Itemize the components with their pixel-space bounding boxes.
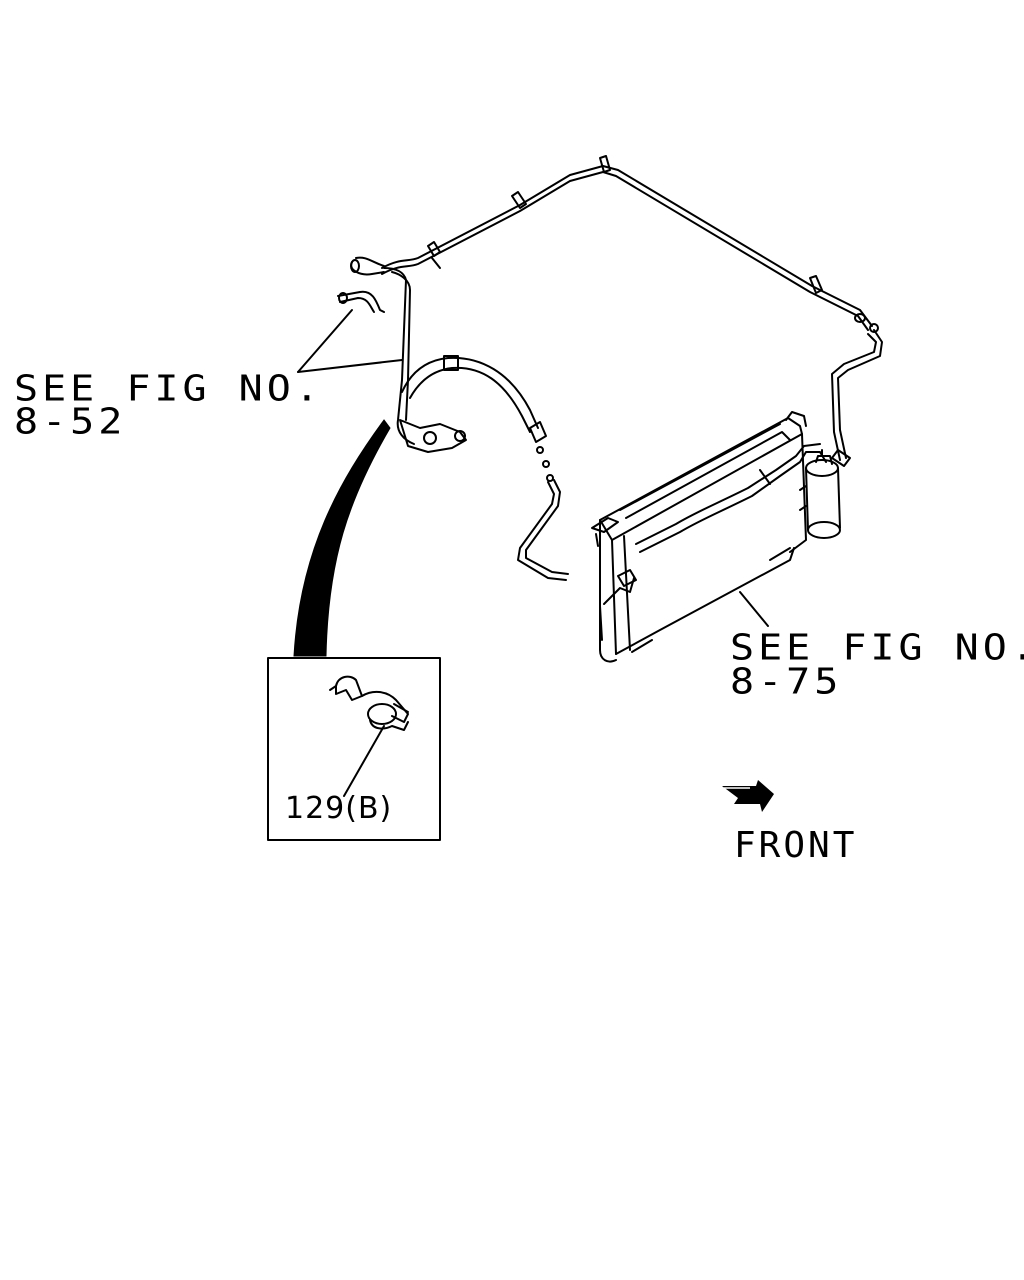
part-number-leader — [343, 725, 385, 797]
part-number-label: 129(B) — [285, 791, 393, 826]
fig-ref-8-52-number: 8-52 — [14, 401, 127, 443]
upper-pipe — [381, 165, 873, 331]
detail-callout-swoosh — [293, 419, 391, 657]
fig-ref-8-52-title: SEE FIG NO. — [14, 368, 323, 410]
leader-8-75 — [739, 591, 769, 627]
pipe-clips — [427, 155, 823, 294]
discharge-hose — [399, 355, 569, 581]
detail-box — [267, 657, 441, 841]
compressor-fittings — [337, 256, 415, 445]
front-arrow-icon — [722, 780, 774, 812]
leader-8-52 — [297, 309, 403, 373]
upper-line-fittings — [854, 313, 879, 333]
drier-pipe — [831, 329, 883, 467]
fig-ref-8-75-title: SEE FIG NO. — [730, 627, 1024, 669]
condenser — [591, 411, 827, 663]
receiver-drier — [799, 449, 841, 539]
fig-ref-8-75-number: 8-75 — [730, 661, 843, 703]
clamp-icon — [329, 675, 409, 731]
front-direction-label: FRONT — [734, 825, 858, 866]
